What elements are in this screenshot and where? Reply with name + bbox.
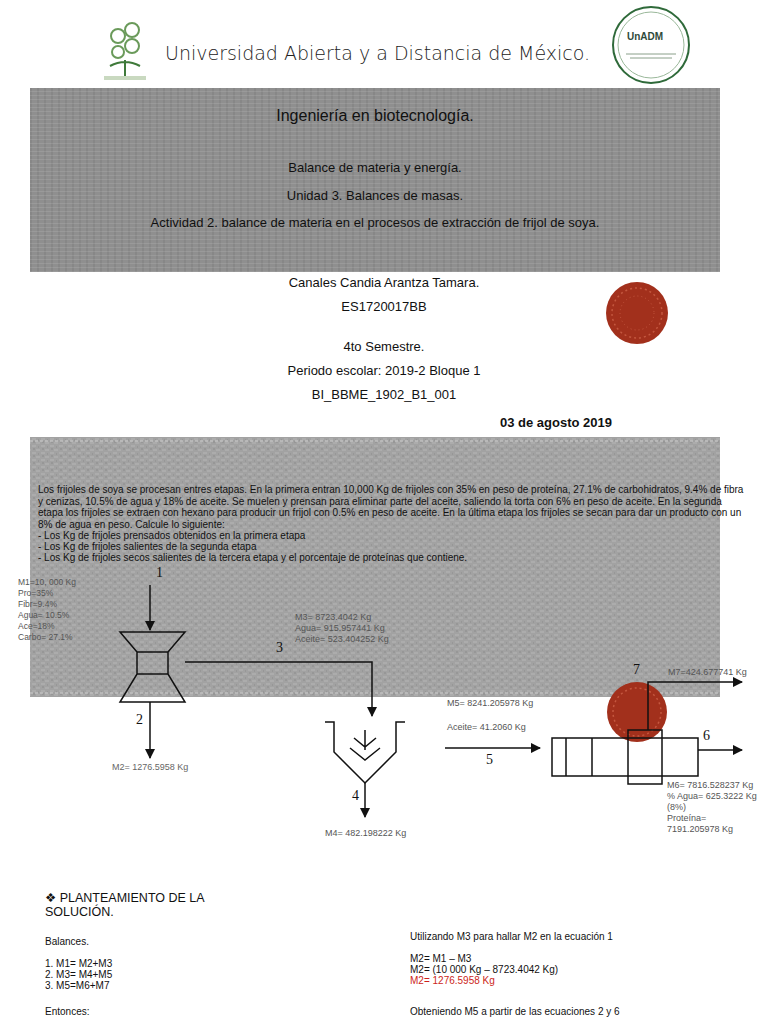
- textured-band: [30, 437, 720, 697]
- section-heading: ❖ PLANTEAMIENTO DE LA SOLUCIÓN.: [45, 891, 250, 920]
- text-line: 7191.205978 Kg: [667, 824, 733, 834]
- text-line: Fibr=9.4%: [18, 600, 57, 610]
- text-line: Canales Candia Arantza Tamara.: [289, 276, 480, 291]
- logo-text: UnADM: [627, 31, 663, 43]
- text-line: M3= 8723.4042 Kg: [295, 612, 371, 622]
- text-line: 2. M3= M4+M5: [45, 969, 112, 981]
- text-line: - Los Kg de frijoles prensados obtenidos…: [38, 530, 305, 542]
- text-line: Agua= 10.5%: [18, 611, 69, 621]
- text-line: Entonces:: [45, 1006, 89, 1018]
- stream-line: [698, 749, 742, 751]
- text-line: Utilizando M3 para hallar M2 en la ecuac…: [410, 931, 613, 943]
- band-line: Balance de materia y energía.: [288, 158, 461, 178]
- text-line: Carbo= 27.1%: [18, 633, 73, 643]
- text-line: 1. M1= M2+M3: [45, 958, 112, 970]
- text-line: Pro=35%: [18, 589, 53, 599]
- text-line: M7=424.677741 Kg: [668, 667, 747, 677]
- text-line: % Agua= 625.3222 Kg: [667, 791, 757, 801]
- text-line: M1=10, 000 Kg: [18, 578, 76, 588]
- text-line: Obteniendo M5 a partir de las ecuaciones…: [410, 1006, 620, 1018]
- callout-number: 5: [486, 752, 493, 768]
- stream-line: [149, 702, 151, 758]
- text-line: Agua= 915.957441 Kg: [295, 623, 385, 633]
- callout-number: 3: [276, 640, 283, 656]
- extractor-unit: [325, 722, 405, 783]
- text-line: M2= M1 – M3: [410, 953, 471, 965]
- callout-number: 4: [352, 788, 359, 804]
- text-line: 3. M5=M6+M7: [45, 980, 109, 992]
- red-circle: [607, 682, 667, 742]
- text-line: - Los Kg de frijoles salientes de la seg…: [38, 541, 256, 553]
- callout-number: 1: [156, 565, 163, 581]
- text-line: 4to Semestre.: [344, 340, 425, 355]
- text-line: (8%): [667, 802, 686, 812]
- text-line: M2= (10 000 Kg – 8723.4042 Kg): [410, 964, 558, 976]
- band-line: Actividad 2. balance de materia en el pr…: [151, 213, 600, 233]
- text-line: - Los Kg de frijoles secos salientes de …: [38, 552, 467, 564]
- text-line: BI_BBME_1902_B1_001: [312, 388, 457, 403]
- band-line: Unidad 3. Balances de masas.: [287, 186, 463, 206]
- callout-number: 7: [633, 662, 640, 678]
- callout-number: 2: [136, 712, 143, 728]
- stream-line: [445, 747, 540, 749]
- text-line: M4= 482.198222 Kg: [325, 828, 406, 838]
- text-line: 03 de agosto 2019: [500, 416, 612, 431]
- text-line: Periodo escolar: 2019-2 Bloque 1: [288, 364, 481, 379]
- text-line: M6= 7816.528237 Kg: [667, 780, 753, 790]
- press-unit: [120, 632, 185, 702]
- text-line: Proteína=: [667, 813, 706, 823]
- text-line: M2= 1276.5958 Kg: [112, 762, 188, 772]
- text-line: ES1720017BB: [341, 300, 426, 315]
- dryer-unit: [552, 730, 698, 784]
- university-logo: [104, 23, 146, 80]
- stream-line: [149, 585, 151, 630]
- text-line: M5= 8241.205978 Kg: [447, 698, 537, 708]
- text-line: Balances.: [45, 936, 89, 948]
- title-band: Ingeniería en biotecnología. Balance de m…: [30, 88, 720, 272]
- stream-line: [364, 783, 366, 817]
- text-line: M2= 1276.5958 Kg: [410, 975, 495, 987]
- unadm-logo: [613, 7, 689, 83]
- page-title: Universidad Abierta y a Distancia de Méx…: [165, 42, 590, 64]
- stream-line: [185, 662, 372, 716]
- band-trim: [30, 441, 720, 693]
- problem-text: Los frijoles de soya se procesan entres …: [38, 484, 744, 530]
- callout-number: 6: [703, 728, 710, 744]
- text-line: Aceite= 41.2060 Kg: [447, 722, 526, 732]
- red-circle: [606, 282, 668, 344]
- text-line: Ace=18%: [18, 622, 55, 632]
- text-line: Aceite= 523.404252 Kg: [295, 634, 389, 644]
- band-heading: Ingeniería en biotecnología.: [276, 104, 473, 128]
- stream-line: [648, 682, 742, 730]
